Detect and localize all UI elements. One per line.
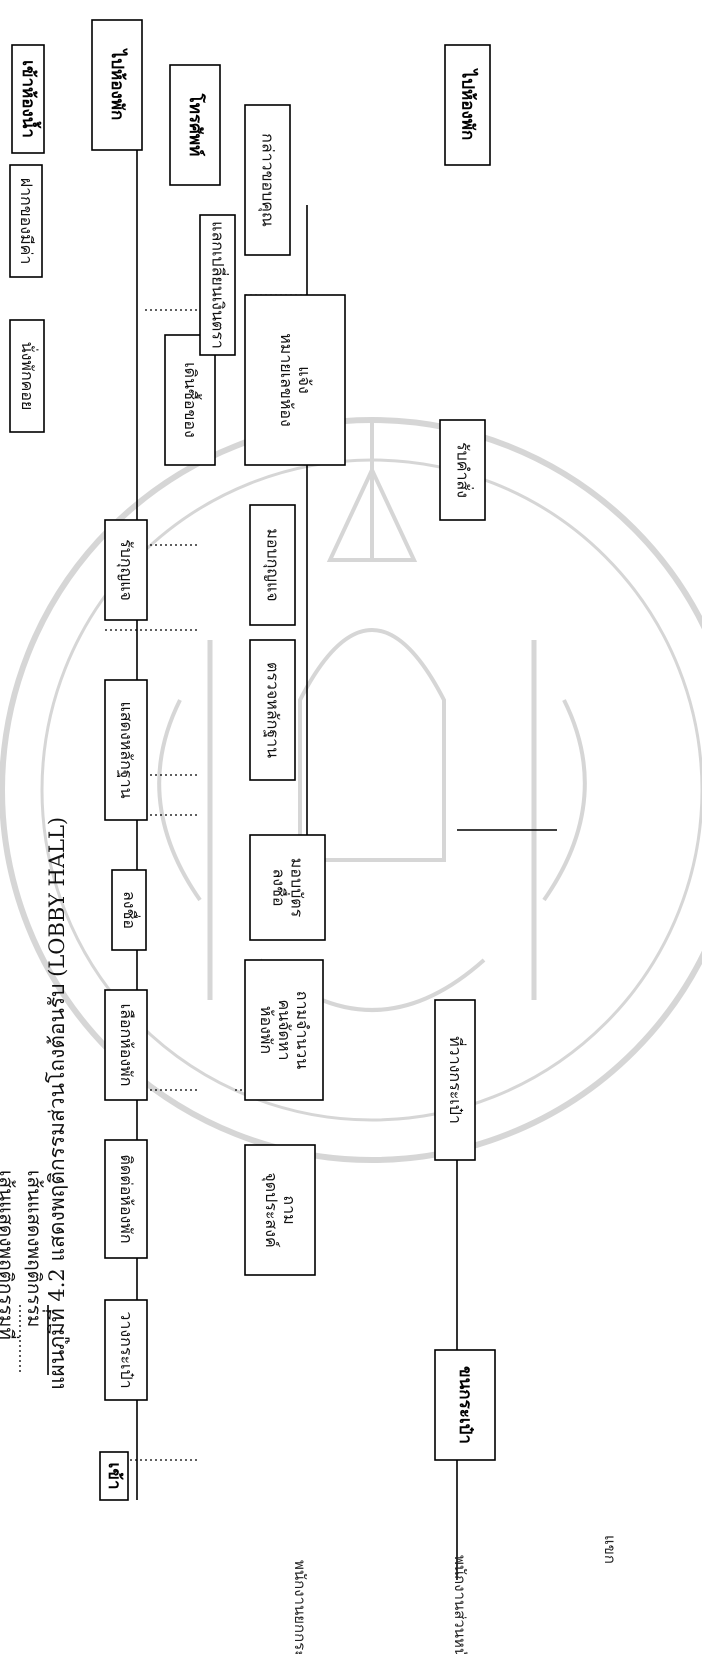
node-receive-order-label: รับคำสั่ง: [454, 442, 475, 498]
node-show-id-label: แสดงหลักฐาน: [117, 701, 136, 798]
legend-dotted-label: เส้นแสดงพฤติกรรมที่: [0, 1170, 20, 1340]
node-bag-place-label: ที่วางกระเป๋า: [446, 1036, 467, 1124]
node-restroom: เข้าห้องน้ำ: [12, 45, 44, 153]
lane-front-label: พนักงานส่วนหน้า: [451, 1555, 469, 1654]
legend-solid-label: เส้นแสดงพฤติกรรม: [23, 1170, 45, 1327]
node-show-id: แสดงหลักฐาน: [105, 680, 147, 820]
node-enter: เข้า: [100, 1452, 128, 1500]
node-register: ลงชื่อ: [112, 870, 146, 950]
node-contact-room: ติดต่อห้องพัก: [105, 1140, 147, 1258]
node-phone: โทรศัพท์: [170, 65, 220, 185]
node-choose-room-label: เลือกห้องพัก: [117, 1004, 136, 1087]
node-guest-to-room-label: ไปห้องพัก: [107, 48, 128, 121]
node-inform: แจ้งหมายเลขห้อง: [245, 295, 345, 465]
node-buy-label: เดินซื้อของ: [181, 362, 202, 438]
node-ask-purpose: ถามจุดประสงค์: [245, 1145, 315, 1275]
node-carry-bag: ขนกระเป๋า: [435, 1350, 495, 1460]
node-check-id: ตรวจหลักฐาน: [250, 640, 295, 780]
figure-caption: แผนภูมิที่ 4.2 แสดงพฤติกรรมส่วนโถงต้อนรั…: [42, 817, 70, 1390]
legend: เส้นแสดงพฤติกรรม เส้นแสดงพฤติกรรมที่: [0, 1170, 48, 1375]
node-receive-order: รับคำสั่ง: [440, 420, 485, 520]
nodes: เข้า วางกระเป๋า ติดต่อห้องพัก เลือกห้องพัก ล…: [10, 20, 495, 1500]
node-guest-to-room: ไปห้องพัก: [92, 20, 142, 150]
lane-bell-label: พนักงานยกกระเป๋า: [291, 1560, 309, 1654]
node-exchange-label: แลกเปลี่ยนเงินตรา: [209, 221, 230, 349]
node-give-key-label: มอบกุญแจ: [263, 528, 283, 601]
node-bell-to-room-label: ไปห้องพัก: [458, 68, 479, 141]
node-phone-label: โทรศัพท์: [185, 93, 206, 157]
node-contact-room-label: ติดต่อห้องพัก: [117, 1155, 136, 1244]
node-give-card: มอบบัตรลงชื่อ: [250, 835, 325, 940]
node-sit-wait: นั่งพักคอย: [10, 320, 44, 432]
node-enter-label: เข้า: [104, 1463, 124, 1490]
node-deposit: ฝากของมีค่า: [10, 165, 42, 277]
node-put-bag-label: วางกระเป๋า: [117, 1311, 136, 1388]
node-receive-key-label: รับกุญแจ: [116, 539, 136, 601]
lane-labels: แขก พนักงานส่วนหน้า พนักงานยกกระเป๋า: [291, 1535, 619, 1654]
node-choose-room: เลือกห้องพัก: [105, 990, 147, 1100]
node-thank: กล่าวขอบคุณ: [245, 105, 290, 255]
node-give-key: มอบกุญแจ: [250, 505, 295, 625]
node-bag-place: ที่วางกระเป๋า: [435, 1000, 475, 1160]
node-bell-to-room: ไปห้องพัก: [445, 45, 490, 165]
lane-guest-label: แขก: [601, 1535, 619, 1564]
node-ask-count: ถามจำนวนคนจัดหาห้องพัก: [245, 960, 323, 1100]
node-receive-key: รับกุญแจ: [105, 520, 147, 620]
node-deposit-label: ฝากของมีค่า: [17, 178, 36, 265]
node-check-id-label: ตรวจหลักฐาน: [264, 662, 283, 758]
node-exchange: แลกเปลี่ยนเงินตรา: [200, 215, 235, 355]
node-sit-wait-label: นั่งพักคอย: [18, 342, 39, 411]
node-carry-bag-label: ขนกระเป๋า: [455, 1366, 475, 1444]
node-register-label: ลงชื่อ: [120, 891, 141, 929]
node-restroom-label: เข้าห้องน้ำ: [18, 60, 42, 138]
node-put-bag: วางกระเป๋า: [105, 1300, 147, 1400]
node-thank-label: กล่าวขอบคุณ: [258, 133, 278, 227]
